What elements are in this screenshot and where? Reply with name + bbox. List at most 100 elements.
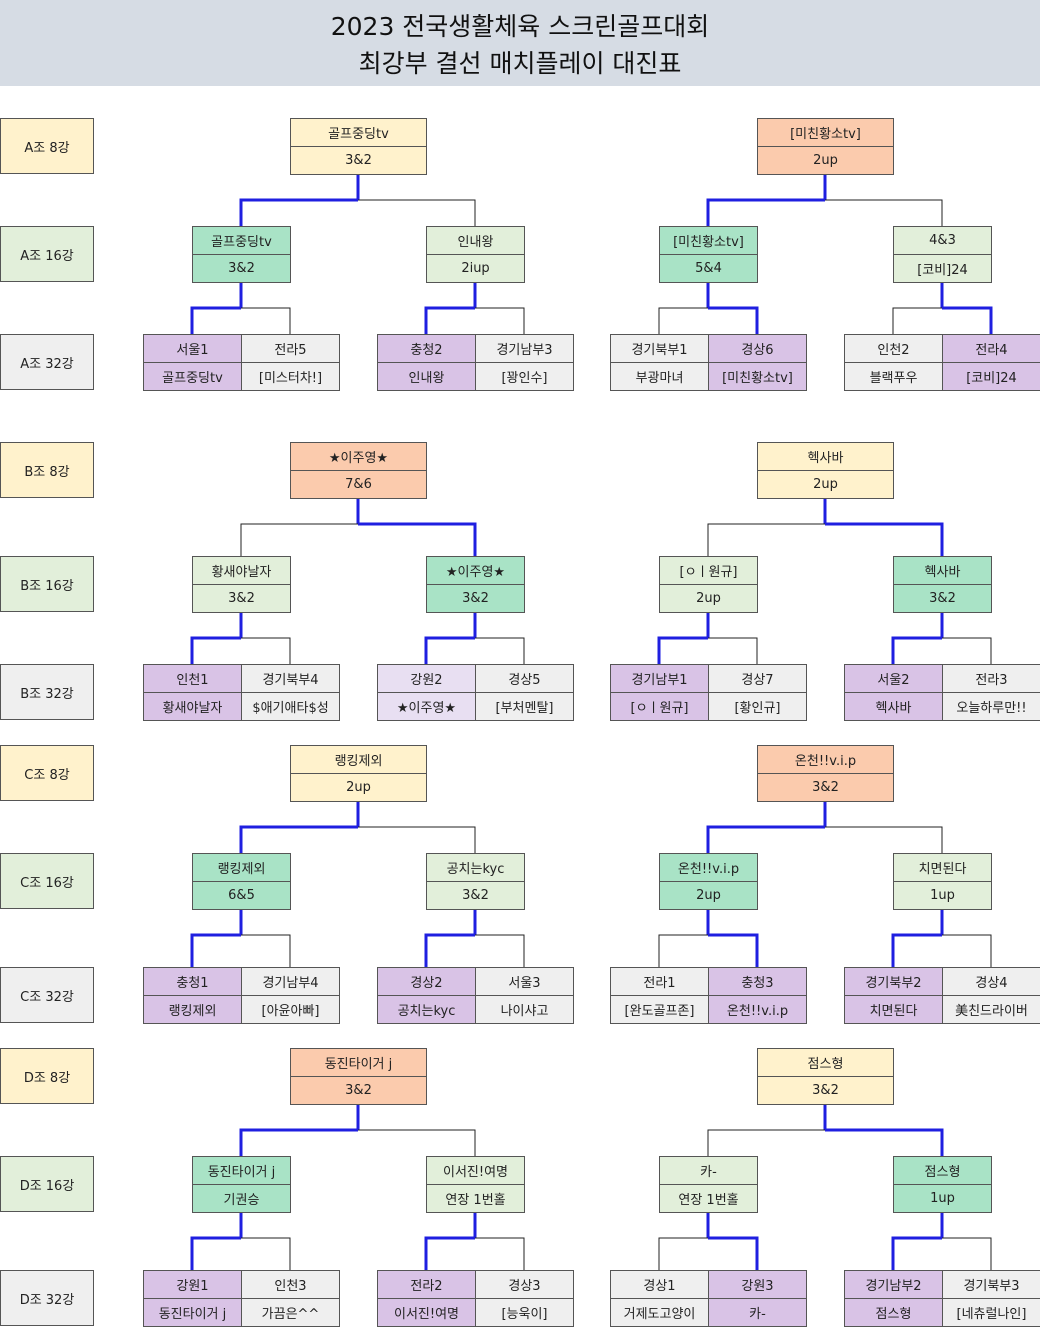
connector-semi-left <box>190 1236 241 1270</box>
semi-score: 3&2 <box>192 584 291 613</box>
quarter-left-seed: 경기남부2 <box>844 1270 943 1299</box>
final-team-name: 골프중딩tv <box>290 118 427 147</box>
round-label-a-1: A조 8강 <box>0 118 94 174</box>
connector-semi-right <box>942 637 992 664</box>
quarter-right-seed: 경상7 <box>708 664 807 693</box>
round-label-c-2: C조 16강 <box>0 853 94 909</box>
connector-semi-left <box>190 933 241 967</box>
connector-semi-right <box>708 306 759 334</box>
quarter-left-team: 헥사바 <box>844 692 943 721</box>
quarter-right-seed: 서울3 <box>475 967 574 996</box>
quarter-right-seed: 강원3 <box>708 1270 807 1299</box>
quarter-left-team: ★이주영★ <box>377 692 476 721</box>
quarter-right-seed: 경상5 <box>475 664 574 693</box>
semi-score: 연장 1번홀 <box>426 1184 525 1213</box>
final-team-name: 온천!!v.i.p <box>757 745 894 774</box>
semi-team-name: 골프중딩tv <box>192 226 291 255</box>
semi-score: 기권승 <box>192 1184 291 1213</box>
final-score: 3&2 <box>757 773 894 802</box>
connector-final-left <box>239 1128 358 1156</box>
connector-semi-right <box>475 934 525 967</box>
connector-final-left <box>239 198 358 226</box>
semi-team-name: ★이주영★ <box>426 556 525 585</box>
connector-semi-right <box>475 637 525 664</box>
connector-semi-right <box>942 1237 992 1270</box>
quarter-right-team: 온천!!v.i.p <box>708 995 807 1024</box>
semi-team-name: 이서진!여명 <box>426 1156 525 1185</box>
quarter-right-team: [미스터차!] <box>241 362 340 391</box>
quarter-right-team: [황인규] <box>708 692 807 721</box>
semi-team-name: 인내왕 <box>426 226 525 255</box>
quarter-right-seed: 충청3 <box>708 967 807 996</box>
quarter-right-seed: 경상3 <box>475 1270 574 1299</box>
quarter-right-team: [능욱이] <box>475 1298 574 1327</box>
semi-score: 5&4 <box>659 254 758 283</box>
final-score: 3&2 <box>757 1076 894 1105</box>
final-team-name: 헥사바 <box>757 442 894 471</box>
connector-final-left <box>707 1129 825 1156</box>
connector-semi-right <box>708 1236 759 1270</box>
connector-semi-right <box>942 934 992 967</box>
final-score: 7&6 <box>290 470 427 499</box>
connector-semi-left <box>657 636 708 664</box>
final-team-name: 동진타이거 j <box>290 1048 427 1077</box>
final-team-name: ★이주영★ <box>290 442 427 471</box>
header-banner: 2023 전국생활체육 스크린골프대회 최강부 결선 매치플레이 대진표 <box>0 0 1040 86</box>
quarter-left-team: 랭킹제외 <box>143 995 242 1024</box>
quarter-left-seed: 경기남부1 <box>610 664 709 693</box>
semi-team-name: 온천!!v.i.p <box>659 853 758 882</box>
quarter-left-seed: 서울2 <box>844 664 943 693</box>
connector-final-right <box>825 1128 944 1156</box>
quarter-left-seed: 경기북부2 <box>844 967 943 996</box>
quarter-right-seed: 전라3 <box>942 664 1040 693</box>
round-label-c-1: C조 8강 <box>0 745 94 801</box>
connector-semi-right <box>241 307 291 334</box>
semi-score: 1up <box>893 1184 992 1213</box>
quarter-left-seed: 충청1 <box>143 967 242 996</box>
round-label-b-3: B조 32강 <box>0 664 94 720</box>
semi-score: 1up <box>893 881 992 910</box>
semi-score: 연장 1번홀 <box>659 1184 758 1213</box>
quarter-left-seed: 서울1 <box>143 334 242 363</box>
connector-semi-left <box>424 636 475 664</box>
round-label-a-3: A조 32강 <box>0 334 94 390</box>
quarter-right-seed: 경상4 <box>942 967 1040 996</box>
semi-team-name: 카- <box>659 1156 758 1185</box>
semi-team-name: 헥사바 <box>893 556 992 585</box>
connector-semi-right <box>708 637 758 664</box>
connector-final-left <box>707 523 825 556</box>
connector-semi-left <box>424 306 475 334</box>
quarter-left-seed: 전라1 <box>610 967 709 996</box>
connector-final-left <box>706 198 825 226</box>
connector-semi-right <box>241 637 291 664</box>
quarter-left-team: 골프중딩tv <box>143 362 242 391</box>
final-score: 3&2 <box>290 146 427 175</box>
connector-final-left <box>239 825 358 853</box>
connector-semi-right <box>942 306 993 334</box>
quarter-left-seed: 경상2 <box>377 967 476 996</box>
quarter-right-seed: 경기남부4 <box>241 967 340 996</box>
quarter-right-team: 오늘하루만!! <box>942 692 1040 721</box>
quarter-right-team: [코비]24 <box>942 362 1040 391</box>
semi-score: 2up <box>659 584 758 613</box>
final-score: 2up <box>290 773 427 802</box>
connector-semi-right <box>475 307 525 334</box>
semi-score: 6&5 <box>192 881 291 910</box>
semi-team-name: 치면된다 <box>893 853 992 882</box>
connector-final-right <box>825 522 944 556</box>
quarter-right-team: 가끔은^^ <box>241 1298 340 1327</box>
quarter-right-team: [아윤아빠] <box>241 995 340 1024</box>
quarter-right-seed: 인천3 <box>241 1270 340 1299</box>
quarter-left-team: 동진타이거 j <box>143 1298 242 1327</box>
quarter-right-team: [꽝인수] <box>475 362 574 391</box>
round-label-d-2: D조 16강 <box>0 1156 94 1212</box>
quarter-right-seed: 전라5 <box>241 334 340 363</box>
quarter-left-seed: 경기북부1 <box>610 334 709 363</box>
semi-team-name: [ㅇㅣ원규] <box>659 556 758 585</box>
connector-semi-left <box>891 1236 942 1270</box>
semi-score: 3&2 <box>426 881 525 910</box>
quarter-right-seed: 경기북부4 <box>241 664 340 693</box>
quarter-left-seed: 경상1 <box>610 1270 709 1299</box>
connector-final-left <box>706 825 825 853</box>
connector-final-right <box>358 1129 476 1156</box>
